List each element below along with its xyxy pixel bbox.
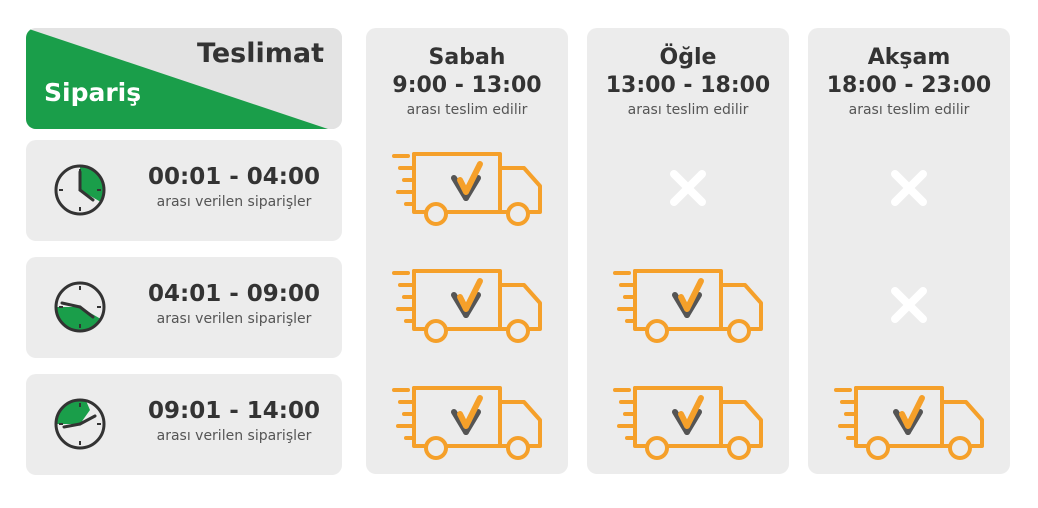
availability-cell — [366, 374, 568, 470]
truck-icon — [392, 152, 542, 226]
availability-cell — [366, 257, 568, 353]
order-window-time: 09:01 - 14:00 — [148, 398, 320, 424]
availability-cell — [808, 140, 1010, 236]
cross-icon — [891, 170, 927, 206]
delivery-window-name: Öğle — [659, 45, 717, 70]
availability-cell — [587, 257, 789, 353]
delivery-column-evening: Akşam 18:00 - 23:00 arası teslim edilir — [808, 28, 1010, 474]
order-window-row-2: 04:01 - 09:00 arası verilen siparişler — [26, 257, 342, 358]
delivery-header-label: Teslimat — [197, 38, 324, 69]
cross-icon — [891, 287, 927, 323]
delivery-window-range: 9:00 - 13:00 — [392, 73, 542, 98]
delivery-window-subtext: arası teslim edilir — [848, 102, 970, 118]
delivery-window-subtext: arası teslim edilir — [627, 102, 749, 118]
availability-cell — [366, 140, 568, 236]
order-window-subtext: arası verilen siparişler — [156, 311, 312, 327]
order-window-row-1: 00:01 - 04:00 arası verilen siparişler — [26, 140, 342, 241]
delivery-window-subtext: arası teslim edilir — [406, 102, 528, 118]
availability-cell — [808, 374, 1010, 470]
order-window-row-3: 09:01 - 14:00 arası verilen siparişler — [26, 374, 342, 475]
availability-cell — [808, 257, 1010, 353]
table-header-corner: Teslimat Sipariş — [26, 28, 342, 129]
order-window-time: 00:01 - 04:00 — [148, 164, 320, 190]
delivery-column-morning: Sabah 9:00 - 13:00 arası teslim edilir — [366, 28, 568, 474]
truck-icon — [834, 386, 984, 460]
delivery-window-range: 13:00 - 18:00 — [605, 73, 771, 98]
delivery-window-range: 18:00 - 23:00 — [826, 73, 992, 98]
delivery-window-name: Sabah — [428, 45, 506, 70]
clock-icon — [54, 164, 106, 216]
order-window-subtext: arası verilen siparişler — [156, 428, 312, 444]
order-window-time: 04:01 - 09:00 — [148, 281, 320, 307]
availability-cell — [587, 374, 789, 470]
truck-icon — [613, 269, 763, 343]
diagonal-split — [26, 28, 342, 129]
availability-cell — [587, 140, 789, 236]
truck-icon — [613, 386, 763, 460]
delivery-window-name: Akşam — [867, 45, 951, 70]
delivery-column-noon: Öğle 13:00 - 18:00 arası teslim edilir — [587, 28, 789, 474]
cross-icon — [670, 170, 706, 206]
truck-icon — [392, 269, 542, 343]
truck-icon — [392, 386, 542, 460]
order-window-subtext: arası verilen siparişler — [156, 194, 312, 210]
clock-icon — [54, 281, 106, 333]
clock-icon — [54, 398, 106, 450]
order-header-label: Sipariş — [44, 78, 142, 107]
